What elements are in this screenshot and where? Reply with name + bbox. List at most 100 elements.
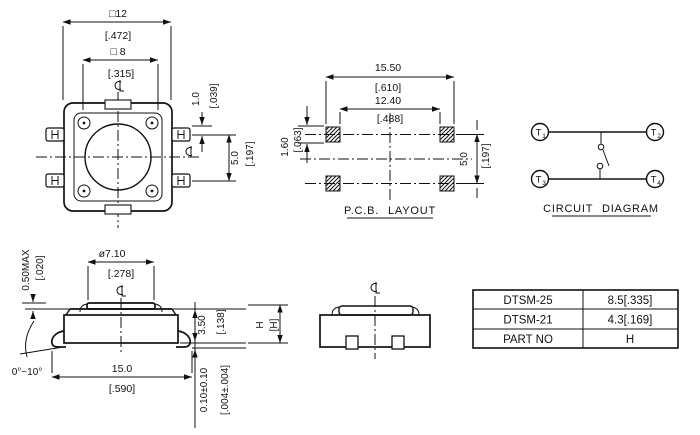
top-view-leads [45,127,191,188]
pcb-layout-title: P.C.B. LAYOUT [344,205,436,217]
total-height-mm: H [255,321,266,328]
pcb-dim-outer-span: 15.50 [.610] [325,62,455,124]
table-row1-part: DTSM-25 [503,295,552,307]
body-height-inch: [.138] [216,309,227,334]
gullwing-lead-right [176,330,192,348]
terminal-3: T 3 [530,169,550,189]
stem-dia-mm: ø7.10 [99,248,126,260]
table-row: PART NO H [503,334,634,346]
pcb-outer-inch: [.610] [375,82,401,94]
table-row2-part: DTSM-21 [503,315,552,327]
lead-angle-callout: 0°~10° [12,320,61,378]
centerline-icon [114,79,125,92]
terminal-4: T 4 [645,169,665,189]
lead-left-bottom [45,173,65,188]
bottom-tab [104,204,132,215]
stem-height-mm: 0.50MAX [21,249,32,290]
terminal-1-sub: 1 [542,133,546,140]
table-row: DTSM-21 4.3[.169] [503,315,652,327]
centerline-icon [116,284,127,297]
side-dim-lead-span: 15.0 [.590] [51,351,193,395]
dim-outer-mm: □12 [109,8,127,20]
top-view-dim-pin-pitch: 5.0 [.197] [192,134,256,182]
solder-pads [325,126,455,192]
top-view-dim-inner: □ 8 [.315] [82,46,159,110]
lead-right-top [171,127,191,142]
terminal-1: T 1 [530,122,550,142]
side-view-body [50,302,192,348]
total-height-inch: [H] [269,318,280,331]
body-outline [63,314,179,344]
body-height-mm: 3.50 [197,315,208,335]
centerline-icon [370,281,381,294]
side-dim-total-height: H [H] [248,304,288,344]
pcb-pad-height-inch: [.063] [293,127,304,152]
terminal-2: T 2 [645,122,665,142]
stem-dia-inch: [.278] [108,268,134,280]
part-table: DTSM-25 8.5[.335] DTSM-21 4.3[.169] PART… [472,289,679,349]
terminal-4-label: T [651,175,657,186]
standoff-inch: [.004±.004] [220,365,231,415]
switch-bezel-outline [73,112,163,202]
centerline-icon [185,145,196,158]
terminal-2-sub: 2 [657,133,661,140]
dim-inner-inch: [.315] [108,68,134,80]
switch-symbol [596,132,610,179]
front-view [319,281,431,359]
pcb-outer-mm: 15.50 [375,62,401,74]
front-lip-right [411,306,420,316]
dim-pin-offset-inch: [.039] [209,83,220,108]
side-dim-standoff: 0.10±0.10 [.004±.004] [199,365,231,415]
table-row3-value: H [626,334,634,346]
pad-bottom-left [325,175,341,192]
pcb-inner-mm: 12.40 [375,95,401,107]
terminal-3-label: T [536,175,542,186]
side-dim-stem-height: 0.50MAX [.020] [21,249,46,319]
pcb-dim-row-pitch: 5.0 [.197] [456,120,492,198]
lead-angle-label: 0°~10° [12,367,43,378]
table-row3-part: PART NO [503,334,553,346]
pad-top-right [439,126,455,143]
table-row: DTSM-25 8.5[.335] [503,295,652,307]
pad-bottom-right [439,175,455,192]
dim-outer-inch: [.472] [105,30,131,42]
pcb-row-pitch-mm: 5.0 [459,152,470,166]
side-dim-body-height: 3.50 [.138] [180,302,246,428]
dim-pin-pitch-mm: 5.0 [230,151,241,165]
terminal-3-sub: 3 [542,180,546,187]
dim-pin-offset-mm: 1.0 [191,92,202,106]
front-lip-left [331,306,340,316]
circuit-diagram: T 1 T 2 T 3 T 4 CIRCUIT DIAGRAM [530,122,665,217]
pcb-row-pitch-inch: [.197] [481,143,492,168]
button-circle [84,123,152,191]
table-row1-value: 8.5[.335] [608,295,653,307]
pcb-dim-pad-height: 1.60 [.063] [280,106,324,163]
dim-inner-mm: □ 8 [110,46,125,58]
dim-pin-pitch-inch: [.197] [245,141,256,166]
front-stem [338,305,414,316]
gullwing-lead-left [50,330,66,348]
stem-height-inch: [.020] [35,255,46,280]
top-view: □12 [.472] □ 8 [.315] [36,8,256,228]
standoff-mm: 0.10±0.10 [199,367,210,412]
pcb-layout: 15.50 [.610] 12.40 [.488] 1.60 [280,62,492,219]
pcb-pad-height-mm: 1.60 [280,137,291,157]
stem-lip-right [154,303,163,313]
circuit-diagram-title: CIRCUIT DIAGRAM [543,203,659,215]
front-foot-right [391,335,405,350]
top-view-dim-outer: □12 [.472] [62,8,172,100]
front-foot-left [345,335,359,350]
terminal-2-label: T [651,128,657,139]
pad-top-left [325,126,341,143]
lead-right-bottom [171,173,191,188]
top-tab [104,99,132,110]
table-border [472,289,679,349]
corner-rivets [77,116,159,198]
stem-lip-left [79,303,88,313]
table-row2-value: 4.3[.169] [608,315,653,327]
lead-left-top [45,127,65,142]
terminal-4-sub: 4 [657,180,661,187]
side-view: ø7.10 [.278] 0.50MAX [.020] [12,248,288,428]
